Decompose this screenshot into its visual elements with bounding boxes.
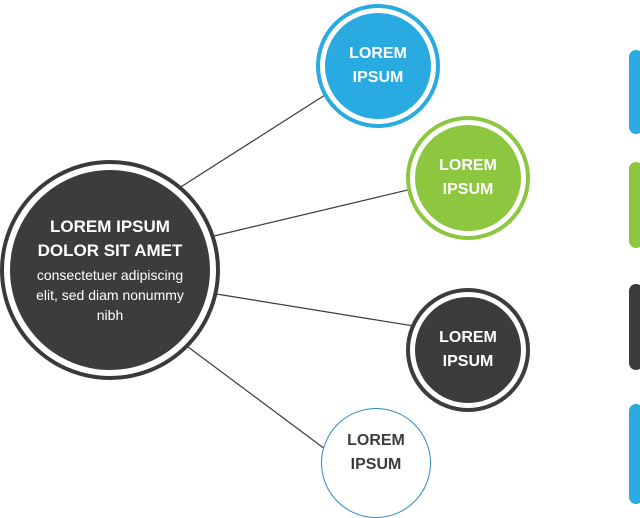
node-label-3: LOREM IPSUM xyxy=(439,329,497,370)
side-bar-blue-bottom xyxy=(629,404,640,504)
hub-description: consectetuer adipiscing elit, sed diam n… xyxy=(36,267,184,323)
hub-title: LOREM IPSUM DOLOR SIT AMET xyxy=(37,217,183,260)
node-circle-outline: LOREM IPSUM xyxy=(321,408,431,518)
side-bar-green xyxy=(629,162,640,248)
node-label-4: LOREM IPSUM xyxy=(347,432,405,473)
connector-line-1 xyxy=(175,87,337,191)
node-label-2: LOREM IPSUM xyxy=(439,157,497,198)
central-hub-circle: LOREM IPSUM DOLOR SIT AMET consectetuer … xyxy=(0,160,220,380)
side-bar-blue xyxy=(629,50,640,134)
node-circle-green: LOREM IPSUM xyxy=(406,116,530,240)
central-hub-fill: LOREM IPSUM DOLOR SIT AMET consectetuer … xyxy=(10,170,210,370)
node-fill-green: LOREM IPSUM xyxy=(415,125,521,231)
side-bar-dark xyxy=(629,284,640,370)
connector-line-2 xyxy=(213,187,417,237)
node-fill-blue: LOREM IPSUM xyxy=(325,13,431,119)
node-circle-blue: LOREM IPSUM xyxy=(316,4,440,128)
node-label-1: LOREM IPSUM xyxy=(349,45,407,86)
node-fill-dark: LOREM IPSUM xyxy=(415,297,521,403)
connector-line-3 xyxy=(203,291,421,328)
node-fill-outline: LOREM IPSUM xyxy=(322,409,430,517)
node-circle-dark: LOREM IPSUM xyxy=(406,288,530,412)
